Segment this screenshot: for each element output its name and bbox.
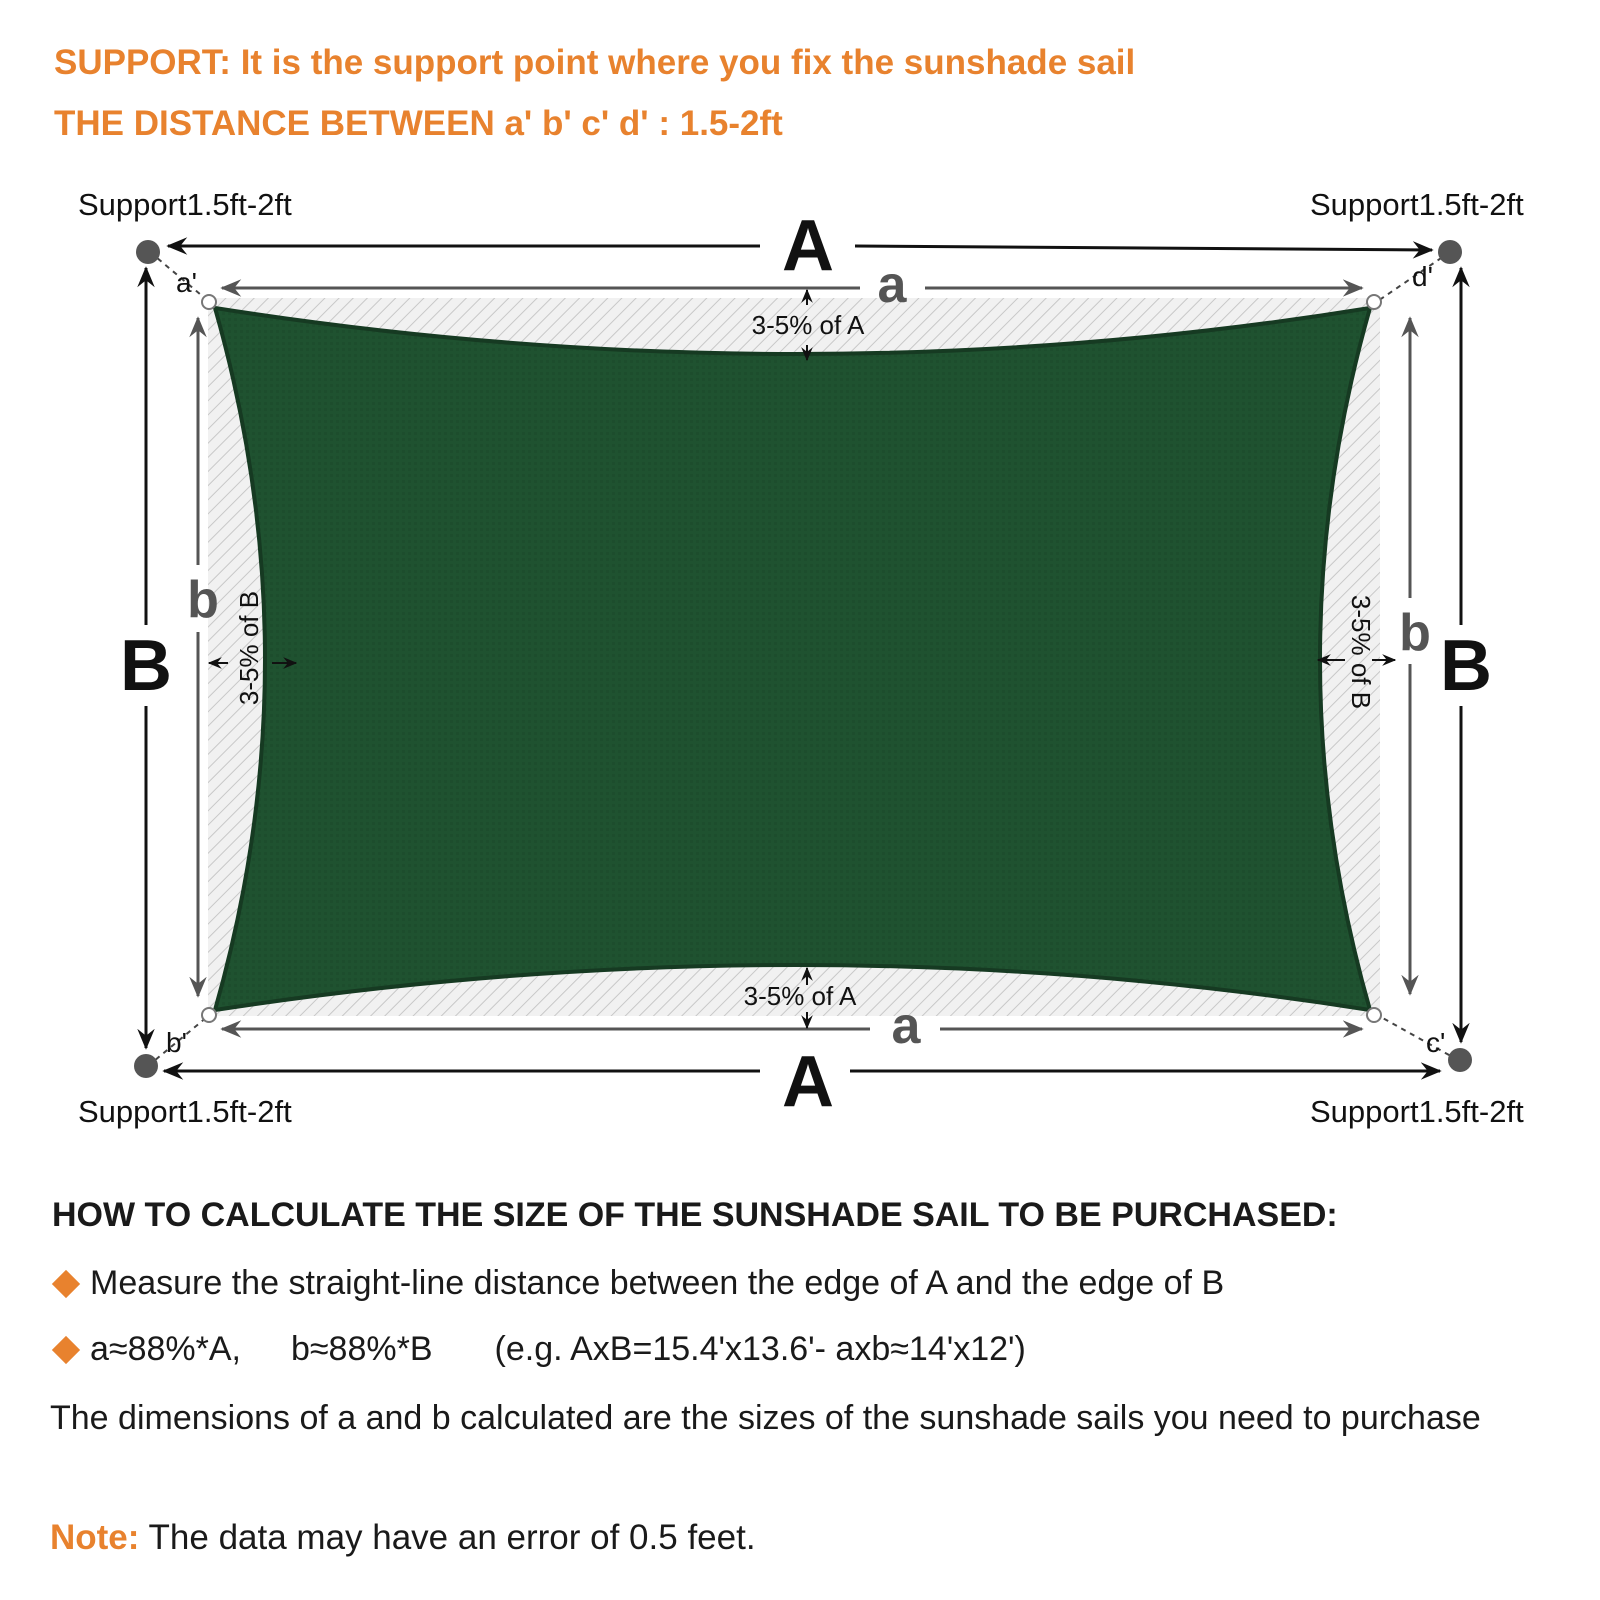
corner-label-c: c' [1426, 1027, 1445, 1058]
support-point-bottom-left [134, 1054, 158, 1078]
support-point-bottom-right [1448, 1048, 1472, 1072]
corner-label-b: b' [166, 1027, 187, 1058]
dimension-a-top-label: a [878, 256, 908, 314]
support-point-top-left [136, 240, 160, 264]
calculation-title: HOW TO CALCULATE THE SIZE OF THE SUNSHAD… [52, 1196, 1338, 1234]
note-label: Note: [50, 1518, 140, 1557]
dimension-A-top-right-arrow [854, 241, 1434, 259]
explanation-paragraph: The dimensions of a and b calculated are… [50, 1399, 1481, 1437]
sail-shape [212, 305, 1373, 1013]
dimension-A-top-label: A [782, 206, 834, 286]
header-support-definition: SUPPORT: It is the support point where y… [54, 43, 1136, 82]
support-label-bottom-left: Support1.5ft-2ft [78, 1094, 292, 1129]
bullet-measure-text: Measure the straight-line distance betwe… [90, 1264, 1225, 1302]
sag-label-left: 3-5% of B [234, 591, 264, 705]
support-points [134, 240, 1472, 1078]
support-point-top-right [1438, 240, 1462, 264]
dimension-a-bottom-label: a [892, 997, 922, 1055]
bullet-formula: a≈88%*A, b≈88%*B (e.g. AxB=15.4'x13.6'- … [50, 1330, 1026, 1369]
diamond-bullet-icon [51, 1335, 81, 1364]
corner-label-a: a' [176, 267, 197, 298]
sag-label-top: 3-5% of A [752, 310, 865, 340]
dimension-b-right-label: b [1399, 604, 1431, 662]
support-label-top-left: Support1.5ft-2ft [78, 187, 292, 222]
support-label-top-right: Support1.5ft-2ft [1310, 187, 1524, 222]
bullet-measure: Measure the straight-line distance betwe… [50, 1264, 1224, 1303]
formula-a: a≈88%*A, [90, 1330, 241, 1368]
formula-b: b≈88%*B [290, 1330, 433, 1368]
corner-label-d: d' [1412, 261, 1433, 292]
note-text: The data may have an error of 0.5 feet. [139, 1518, 756, 1557]
header-corner-distance: THE DISTANCE BETWEEN a' b' c' d' : 1.5-2… [54, 104, 783, 143]
diamond-bullet-icon [51, 1269, 81, 1298]
note: Note: The data may have an error of 0.5 … [50, 1518, 756, 1558]
dimension-B-left-label: B [120, 626, 172, 706]
formula-example: (e.g. AxB=15.4'x13.6'- axb≈14'x12') [494, 1330, 1026, 1368]
dimension-b-left-label: b [187, 571, 219, 629]
corner-rings [201, 294, 1382, 1023]
sag-label-bottom: 3-5% of A [744, 981, 857, 1011]
dimension-B-right-label: B [1440, 626, 1492, 706]
sunshade-sail-diagram: Support1.5ft-2ft Support1.5ft-2ft Suppor… [78, 187, 1524, 1129]
sag-label-right: 3-5% of B [1346, 595, 1376, 709]
corner-tethers [147, 251, 1459, 1067]
dimension-A-bottom-label: A [782, 1042, 834, 1122]
support-label-bottom-right: Support1.5ft-2ft [1310, 1094, 1524, 1129]
